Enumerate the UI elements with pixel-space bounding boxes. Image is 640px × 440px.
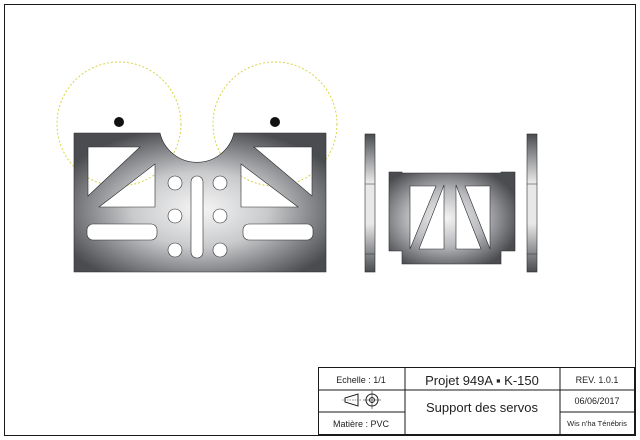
top-view xyxy=(388,171,516,265)
servo-axis-left xyxy=(114,117,124,127)
side-view-right xyxy=(526,133,538,273)
drawing-date: 06/06/2017 xyxy=(574,396,619,406)
author-label: Wis n'ha Ténébris xyxy=(567,419,627,428)
project-label: Projet 949A ▪ K-150 xyxy=(425,373,539,388)
title-block: Echelle : 1/1 Projet 949A ▪ K-150 REV. 1… xyxy=(318,367,635,435)
sheet-border xyxy=(4,4,636,436)
projection-method-icon xyxy=(342,391,381,409)
side-view-left xyxy=(364,133,376,273)
front-view xyxy=(73,132,327,273)
servo-axis-right xyxy=(270,117,280,127)
part-name: Support des servos xyxy=(426,400,539,415)
revision-label: REV. 1.0.1 xyxy=(576,375,619,385)
material-label: Matière : PVC xyxy=(333,419,390,429)
scale-label: Echelle : 1/1 xyxy=(336,375,386,385)
